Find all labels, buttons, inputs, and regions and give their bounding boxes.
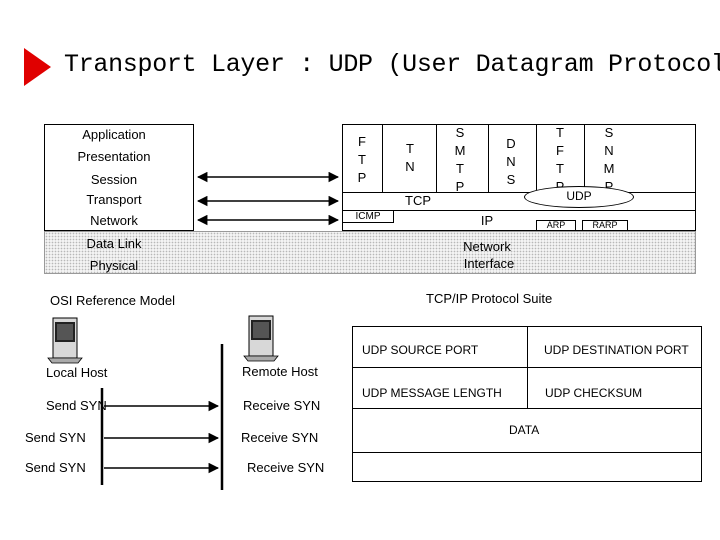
udp-header-divider-h2 — [352, 408, 702, 409]
osi-layer-transport: Transport — [86, 192, 142, 207]
page-title: Transport Layer : UDP (User Datagram Pro… — [64, 50, 720, 79]
udp-message-length: UDP MESSAGE LENGTH — [362, 386, 502, 400]
tcpip-caption: TCP/IP Protocol Suite — [426, 291, 553, 306]
udp-destination-port: UDP DESTINATION PORT — [544, 343, 689, 357]
udp-header-divider-h1 — [352, 367, 702, 368]
local-host-label: Local Host — [46, 365, 108, 380]
divider-tn — [436, 124, 437, 192]
osi-layer-data-link: Data Link — [86, 236, 142, 251]
udp-oval: UDP — [524, 186, 634, 208]
udp-header-divider-h3 — [352, 452, 702, 453]
send-syn-2: Send SYN — [25, 430, 86, 445]
network-interface-label-1: Network — [463, 239, 511, 254]
send-syn-1: Send SYN — [46, 398, 107, 413]
icmp-box: ICMP — [342, 210, 394, 223]
remote-computer-icon — [243, 315, 279, 362]
rarp-box: RARP — [582, 220, 628, 231]
tcpip-upper-box — [342, 124, 696, 231]
udp-checksum: UDP CHECKSUM — [545, 386, 643, 400]
send-syn-3: Send SYN — [25, 460, 86, 475]
udp-data: DATA — [509, 423, 540, 437]
remote-host-label: Remote Host — [242, 364, 318, 379]
osi-layer-application: Application — [82, 127, 146, 142]
divider-smtp — [488, 124, 489, 192]
local-computer-icon — [47, 317, 83, 364]
title-bullet-icon — [24, 48, 51, 86]
osi-layer-network: Network — [90, 213, 138, 228]
network-interface-label-2: Interface — [463, 256, 515, 271]
arp-box: ARP — [536, 220, 576, 231]
app-dns: D N S — [506, 136, 516, 187]
divider-ftp — [382, 124, 383, 192]
osi-upper-box — [44, 124, 194, 231]
tcp-label: TCP — [405, 193, 431, 208]
receive-syn-1: Receive SYN — [243, 398, 321, 413]
transport-bottom-line — [342, 210, 696, 211]
receive-syn-3: Receive SYN — [247, 460, 325, 475]
receive-syn-2: Receive SYN — [241, 430, 319, 445]
osi-layer-session: Session — [90, 172, 138, 187]
divider-dns — [536, 124, 537, 192]
udp-source-port: UDP SOURCE PORT — [362, 343, 479, 357]
app-ftp: F T P — [357, 134, 367, 185]
app-snmp: S N M P — [603, 125, 615, 194]
osi-layer-presentation: Presentation — [77, 149, 151, 164]
osi-caption: OSI Reference Model — [50, 293, 176, 308]
app-telnet: T N — [405, 141, 415, 174]
app-smtp: S M T P — [454, 125, 466, 194]
divider-tftp — [584, 124, 585, 192]
osi-layer-physical: Physical — [89, 258, 139, 273]
transport-top-line — [342, 192, 696, 193]
network-interface-band — [44, 231, 696, 274]
ip-label: IP — [480, 213, 494, 228]
